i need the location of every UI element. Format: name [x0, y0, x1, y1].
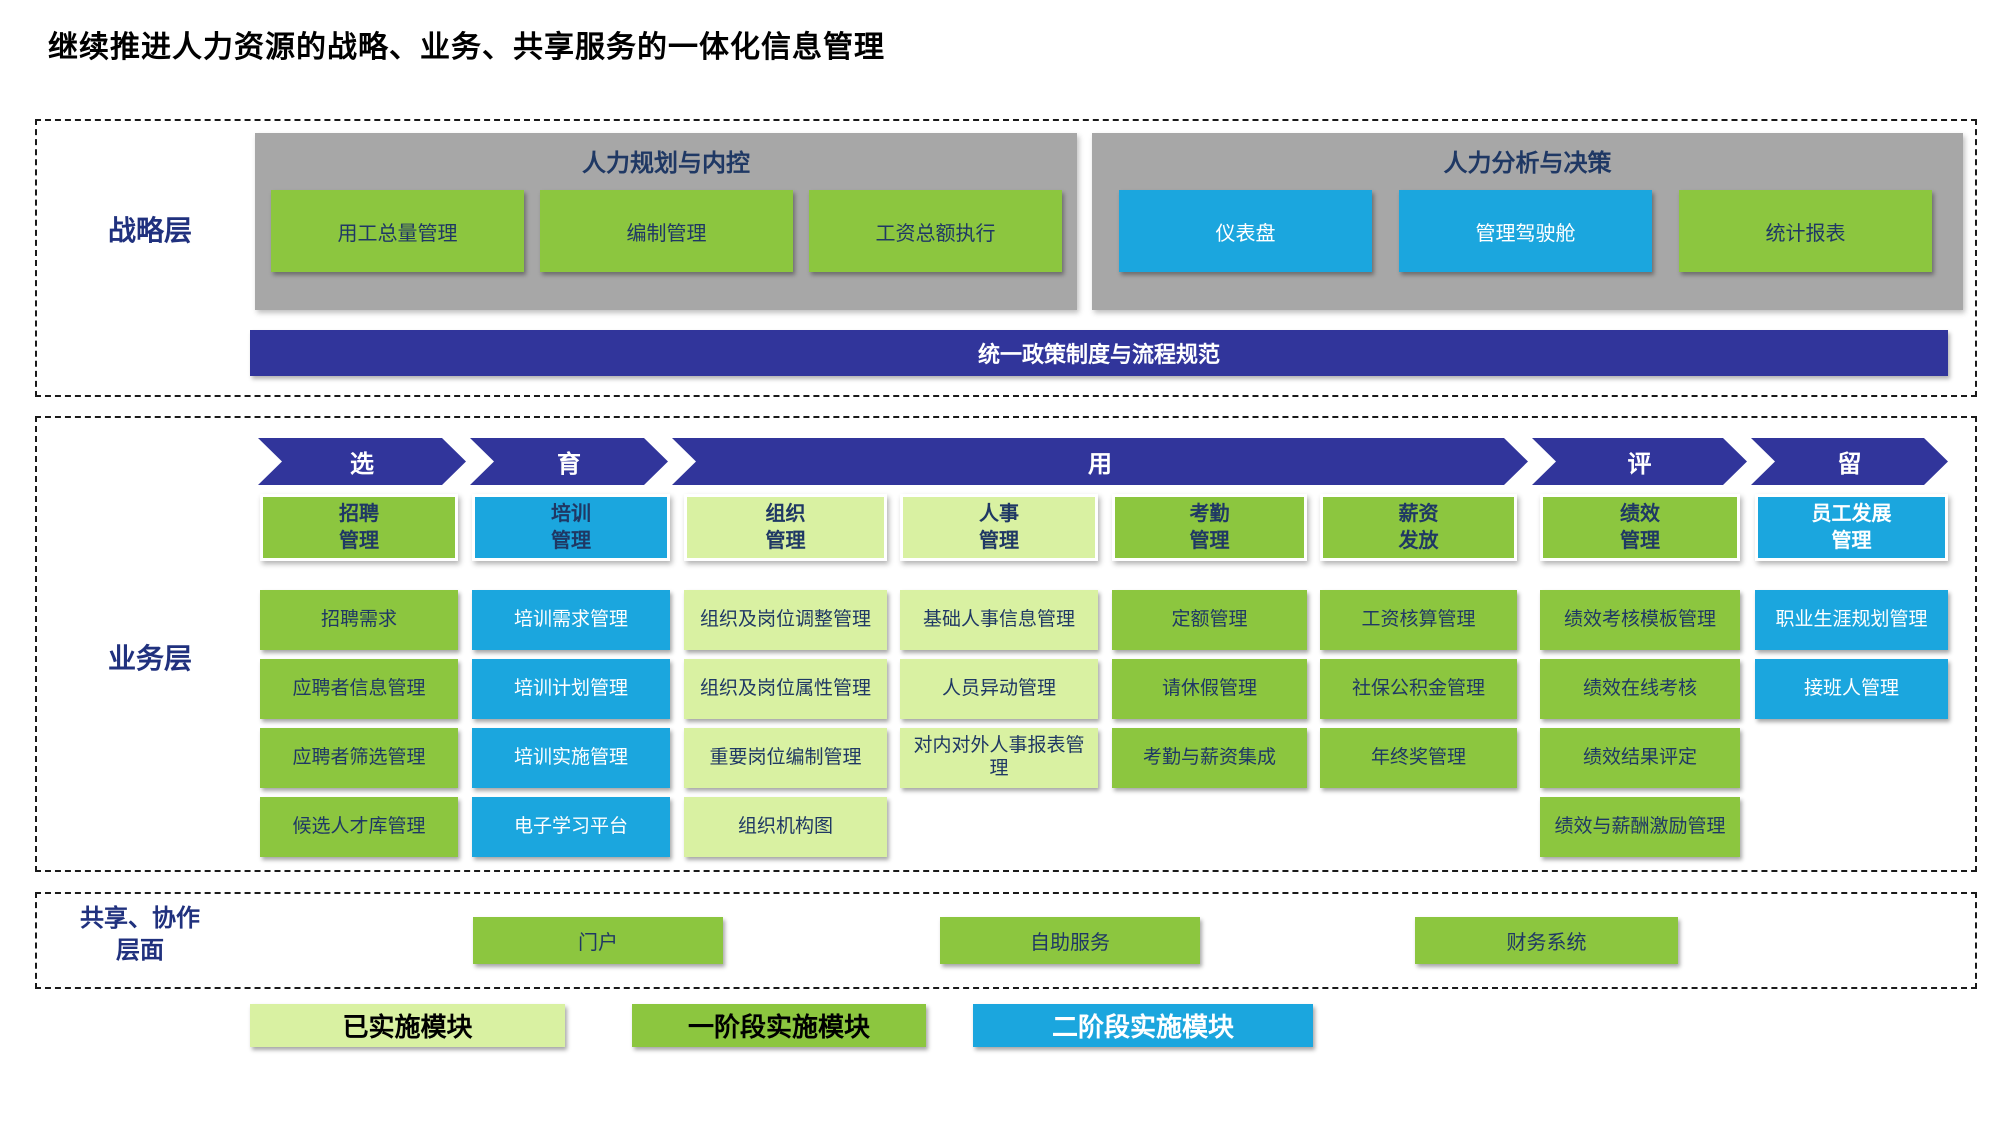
module-elearning-platform: 电子学习平台 — [472, 797, 670, 857]
module-personnel-transfer: 人员异动管理 — [900, 659, 1098, 719]
module-performance-template: 绩效考核模板管理 — [1540, 590, 1740, 650]
module-performance-result-rating: 绩效结果评定 — [1540, 728, 1740, 788]
module-quota-management: 定额管理 — [1112, 590, 1307, 650]
module-org-chart: 组织机构图 — [684, 797, 887, 857]
module-candidate-pool-management: 候选人才库管理 — [260, 797, 458, 857]
module-org-position-adjustment: 组织及岗位调整管理 — [684, 590, 887, 650]
module-applicant-info-management: 应聘者信息管理 — [260, 659, 458, 719]
arrow-train: 育 — [470, 438, 668, 485]
module-finance-system: 财务系统 — [1415, 917, 1678, 964]
column-header-organization: 组织 管理 — [684, 494, 887, 561]
module-performance-online-assessment: 绩效在线考核 — [1540, 659, 1740, 719]
shared-layer-label: 共享、协作 层面 — [80, 905, 200, 965]
hr-planning-control-title: 人力规划与内控 — [582, 150, 750, 177]
arrow-evaluate: 评 — [1532, 438, 1747, 485]
module-personnel-reports: 对内对外人事报表管理 — [900, 728, 1098, 788]
column-header-payroll: 薪资 发放 — [1320, 494, 1517, 561]
module-statistical-reports: 统计报表 — [1679, 190, 1932, 272]
module-org-position-attributes: 组织及岗位属性管理 — [684, 659, 887, 719]
hr-analysis-decision-title: 人力分析与决策 — [1443, 150, 1612, 177]
business-layer-section — [35, 416, 1977, 872]
column-header-training: 培训 管理 — [472, 494, 670, 561]
column-header-recruitment: 招聘 管理 — [260, 494, 458, 561]
module-social-insurance-fund: 社保公积金管理 — [1320, 659, 1517, 719]
column-header-performance: 绩效 管理 — [1540, 494, 1740, 561]
legend-phase2-modules: 二阶段实施模块 — [973, 1004, 1313, 1047]
policy-process-bar: 统一政策制度与流程规范 — [250, 330, 1948, 376]
module-leave-management: 请休假管理 — [1112, 659, 1307, 719]
module-salary-accounting: 工资核算管理 — [1320, 590, 1517, 650]
module-training-implementation: 培训实施管理 — [472, 728, 670, 788]
module-portal: 门户 — [473, 917, 723, 964]
module-successor-management: 接班人管理 — [1755, 659, 1948, 719]
shared-layer-section — [35, 892, 1977, 989]
column-header-personnel: 人事 管理 — [900, 494, 1098, 561]
module-applicant-screening: 应聘者筛选管理 — [260, 728, 458, 788]
module-self-service: 自助服务 — [940, 917, 1200, 964]
column-header-attendance: 考勤 管理 — [1112, 494, 1307, 561]
module-labor-total-management: 用工总量管理 — [271, 190, 524, 272]
module-training-demand-management: 培训需求管理 — [472, 590, 670, 650]
module-annual-bonus: 年终奖管理 — [1320, 728, 1517, 788]
module-career-planning: 职业生涯规划管理 — [1755, 590, 1948, 650]
module-training-plan-management: 培训计划管理 — [472, 659, 670, 719]
module-recruitment-demand: 招聘需求 — [260, 590, 458, 650]
module-performance-incentive: 绩效与薪酬激励管理 — [1540, 797, 1740, 857]
column-header-employee-development: 员工发展 管理 — [1755, 494, 1948, 561]
module-staffing-management: 编制管理 — [540, 190, 793, 272]
page-title: 继续推进人力资源的战略、业务、共享服务的一体化信息管理 — [48, 31, 885, 64]
legend-phase1-modules: 一阶段实施模块 — [632, 1004, 926, 1047]
business-layer-label: 业务层 — [107, 643, 192, 674]
module-key-position-staffing: 重要岗位编制管理 — [684, 728, 887, 788]
module-management-cockpit: 管理驾驶舱 — [1399, 190, 1652, 272]
arrow-retain: 留 — [1751, 438, 1948, 485]
strategy-layer-label: 战略层 — [107, 215, 192, 246]
module-basic-personnel-info: 基础人事信息管理 — [900, 590, 1098, 650]
module-attendance-payroll-integration: 考勤与薪资集成 — [1112, 728, 1307, 788]
arrow-select: 选 — [258, 438, 466, 485]
legend-implemented-modules: 已实施模块 — [250, 1004, 565, 1047]
arrow-use: 用 — [672, 438, 1528, 485]
strategy-layer-section — [35, 119, 1977, 397]
module-dashboard: 仪表盘 — [1119, 190, 1372, 272]
module-salary-total-execution: 工资总额执行 — [809, 190, 1062, 272]
